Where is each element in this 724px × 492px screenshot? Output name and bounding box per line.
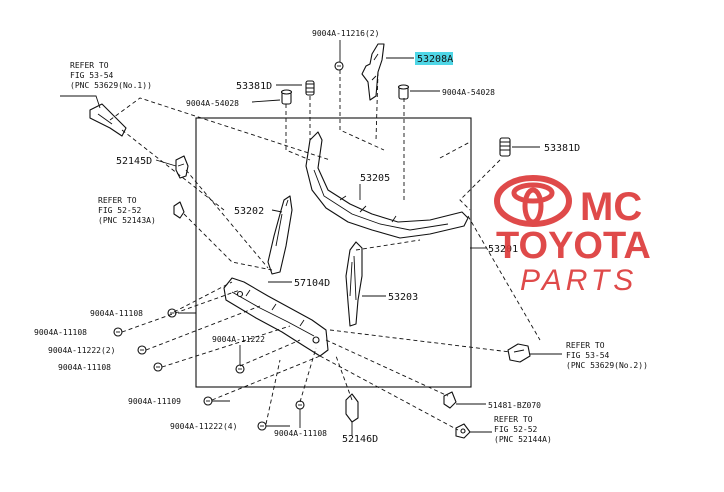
toyota-emblem-icon	[494, 175, 572, 227]
refer-mid-left-line1: REFER TO	[98, 196, 137, 205]
label-53381d-top[interactable]: 53381D	[236, 81, 272, 92]
part-labels: 9004A-11216(2) 53208A 53381D 9004A-54028…	[34, 29, 648, 445]
refer-bottom-right-line2[interactable]: FIG 52-52	[494, 425, 538, 434]
label-53203[interactable]: 53203	[388, 292, 418, 303]
part-53208a[interactable]	[361, 43, 385, 101]
refer-bottom-right-line1: REFER TO	[494, 415, 533, 424]
label-9004a-11108-a[interactable]: 9004A-11108	[90, 309, 143, 318]
part-53205[interactable]	[305, 131, 469, 239]
refer-bottom-right-line3[interactable]: (PNC 52144A)	[494, 435, 552, 444]
refer-top-left-line2[interactable]: FIG 53-54	[70, 71, 114, 80]
label-53202[interactable]: 53202	[234, 206, 264, 217]
label-57104d[interactable]: 57104D	[294, 278, 330, 289]
refer-right-line2[interactable]: FIG 53-54	[566, 351, 610, 360]
bolt-9004a-11222-4[interactable]	[257, 421, 267, 431]
refer-top-left-line3[interactable]: (PNC 53629(No.1))	[70, 81, 152, 90]
label-9004a-54028-right[interactable]: 9004A-54028	[442, 88, 495, 97]
label-52145d[interactable]: 52145D	[116, 156, 152, 167]
part-9004a-54028-right[interactable]	[397, 84, 410, 100]
part-refer-53629-no2[interactable]	[507, 343, 531, 363]
label-9004a-11109[interactable]: 9004A-11109	[128, 397, 181, 406]
part-refer-52143a[interactable]	[173, 201, 185, 219]
part-57104d[interactable]	[223, 277, 329, 357]
part-53203[interactable]	[345, 241, 363, 327]
label-53208a[interactable]: 53208A	[417, 54, 453, 65]
mc-toyota-parts-logo: MC TOYOTA PARTS	[494, 175, 651, 297]
label-9004a-11108-b[interactable]: 9004A-11108	[34, 328, 87, 337]
part-53381d-top[interactable]	[305, 80, 315, 96]
part-53202[interactable]	[267, 195, 293, 275]
part-9004a-54028-left[interactable]	[280, 89, 293, 105]
part-53381d-right[interactable]	[499, 137, 511, 157]
label-9004a-11222[interactable]: 9004A-11222	[212, 335, 265, 344]
logo-parts-text: PARTS	[520, 264, 637, 297]
bolt-9004a-11222[interactable]	[235, 364, 245, 374]
label-53205[interactable]: 53205	[360, 173, 390, 184]
part-51481-bz070[interactable]	[443, 391, 457, 409]
part-52145d[interactable]	[175, 155, 189, 179]
label-9004a-11222-2-a[interactable]: 9004A-11222(2)	[48, 346, 115, 355]
label-53201[interactable]: 53201	[488, 244, 518, 255]
part-9004a-11216[interactable]	[334, 61, 344, 71]
logo-mc-text: MC	[580, 185, 642, 229]
label-9004a-11216: 9004A-11216(2)	[312, 29, 379, 38]
highlight-53208a	[415, 52, 453, 65]
refer-mid-left-line3[interactable]: (PNC 52143A)	[98, 216, 156, 225]
label-9004a-54028-left[interactable]: 9004A-54028	[186, 99, 239, 108]
bolt-9004a-11222-2-a[interactable]	[137, 345, 147, 355]
refer-right-line3[interactable]: (PNC 53629(No.2))	[566, 361, 648, 370]
label-9004a-11108-d[interactable]: 9004A-11108	[274, 429, 327, 438]
assembly-frame	[195, 117, 472, 388]
bolt-9004a-11108-b[interactable]	[113, 327, 123, 337]
part-refer-52144a[interactable]	[455, 423, 471, 439]
bolt-9004a-11108-c[interactable]	[153, 362, 163, 372]
label-53381d-right[interactable]: 53381D	[544, 143, 580, 154]
refer-mid-left-line2[interactable]: FIG 52-52	[98, 206, 142, 215]
refer-right-line1: REFER TO	[566, 341, 605, 350]
part-refer-53629-no1[interactable]	[89, 103, 127, 137]
label-9004a-11108-c[interactable]: 9004A-11108	[58, 363, 111, 372]
leader-lines	[60, 40, 562, 436]
bolt-9004a-11108-d[interactable]	[295, 400, 305, 410]
label-9004a-11222-4[interactable]: 9004A-11222(4)	[170, 422, 237, 431]
label-52146d[interactable]: 52146D	[342, 434, 378, 445]
guide-lines	[109, 70, 541, 431]
label-51481-bz070[interactable]: 51481-BZ070	[488, 401, 541, 410]
bolt-9004a-11109[interactable]	[203, 396, 213, 406]
logo-toyota-text: TOYOTA	[496, 225, 651, 267]
refer-top-left-line1: REFER TO	[70, 61, 109, 70]
part-52146d[interactable]	[345, 393, 359, 423]
